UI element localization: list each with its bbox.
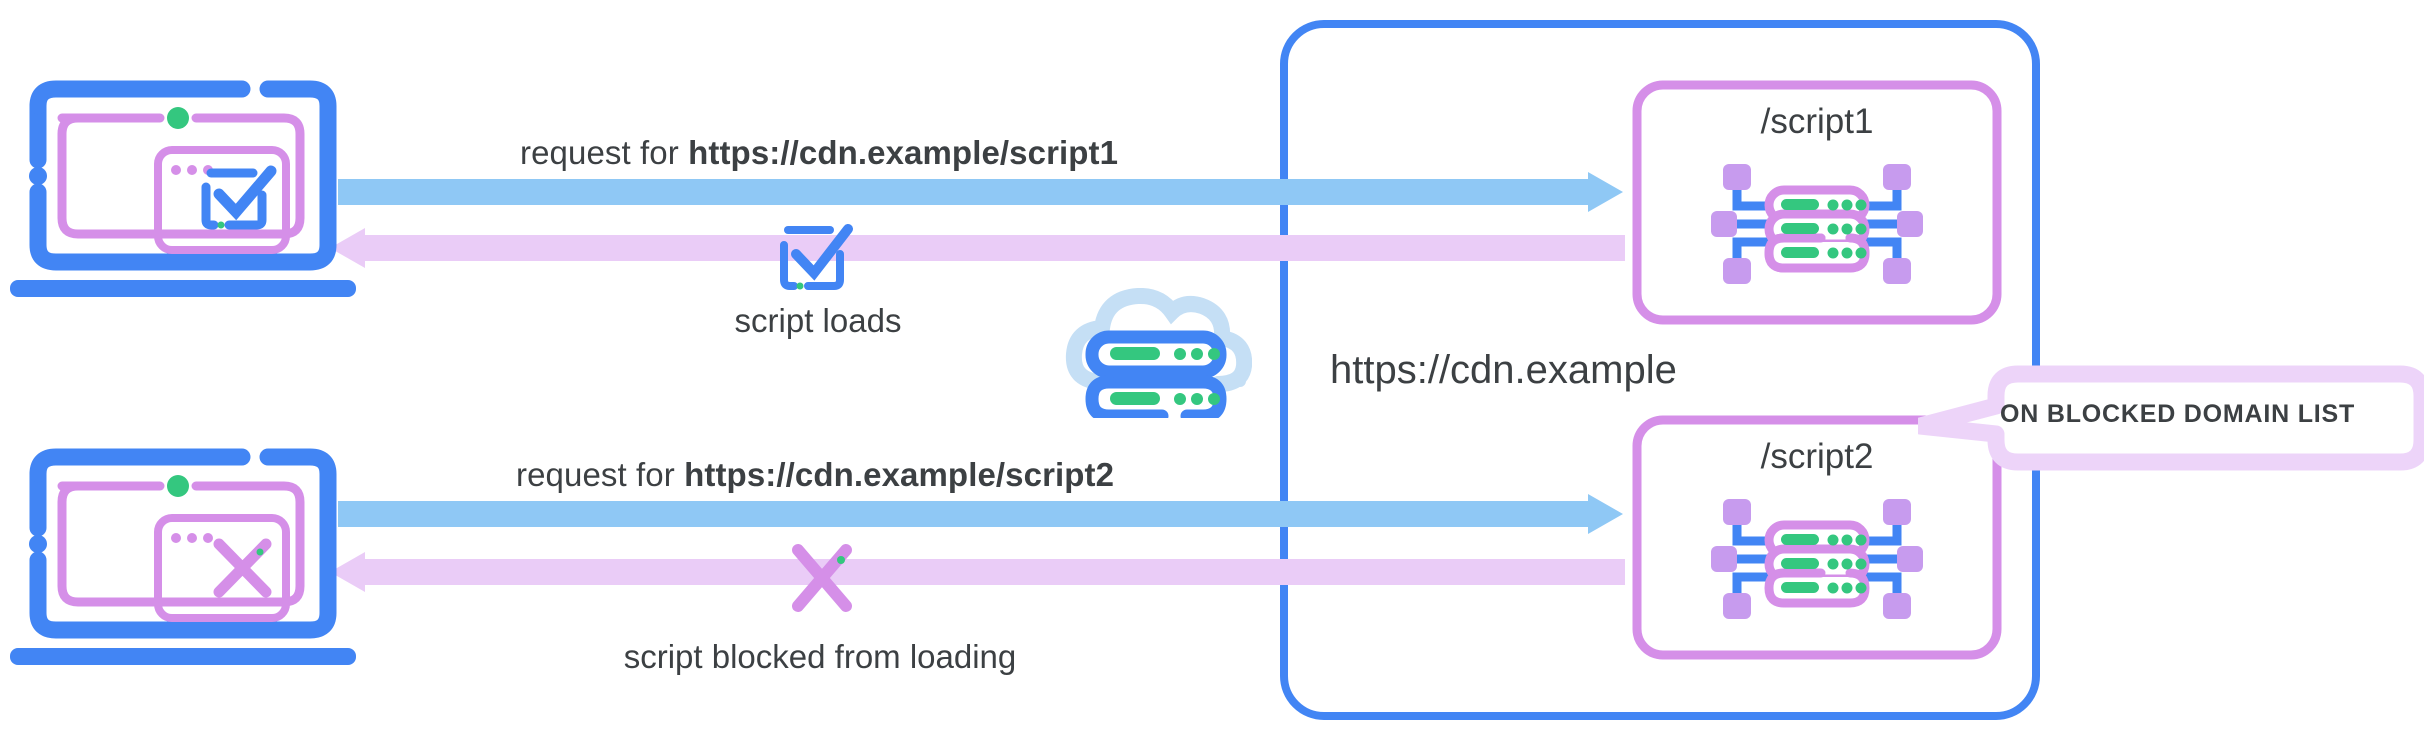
- resource-box-script1: /script1: [1632, 80, 2002, 325]
- request-url-script2: https://cdn.example/script2: [684, 456, 1115, 493]
- cloud-server-icon: [1065, 287, 1252, 418]
- server-rack-network-icon-script2: [1711, 499, 1923, 619]
- request-label-script2: request for https://cdn.example/script2: [516, 456, 1114, 494]
- laptop-browser-icon-script1: [10, 80, 356, 297]
- resource-box-script2: /script2: [1632, 415, 2002, 660]
- server-rack-network-icon-script1: [1711, 164, 1923, 284]
- cross-x-icon-script2: [792, 544, 852, 612]
- request-arrow-script1: [338, 172, 1623, 212]
- resource-label-script2: /script2: [1760, 437, 1874, 476]
- resource-label-script1: /script1: [1760, 102, 1874, 141]
- blocked-domain-callout-text: ON BLOCKED DOMAIN LIST: [2000, 400, 2356, 428]
- laptop-browser-icon-script2: [10, 448, 356, 665]
- request-label-script1: request for https://cdn.example/script1: [520, 134, 1118, 172]
- request-arrow-script2: [338, 494, 1623, 534]
- request-prefix-script1: request for: [520, 134, 689, 171]
- response-arrow-script2: [330, 552, 1625, 592]
- blocked-domain-callout: [1918, 365, 2424, 471]
- cdn-domain-label: https://cdn.example: [1330, 348, 1677, 392]
- request-url-script1: https://cdn.example/script1: [688, 134, 1119, 171]
- request-prefix-script2: request for: [516, 456, 685, 493]
- response-arrow-script1: [330, 228, 1625, 268]
- status-label-script1: script loads: [734, 302, 902, 339]
- status-label-script2: script blocked from loading: [623, 638, 1017, 675]
- checkmark-icon-script1: [780, 224, 853, 290]
